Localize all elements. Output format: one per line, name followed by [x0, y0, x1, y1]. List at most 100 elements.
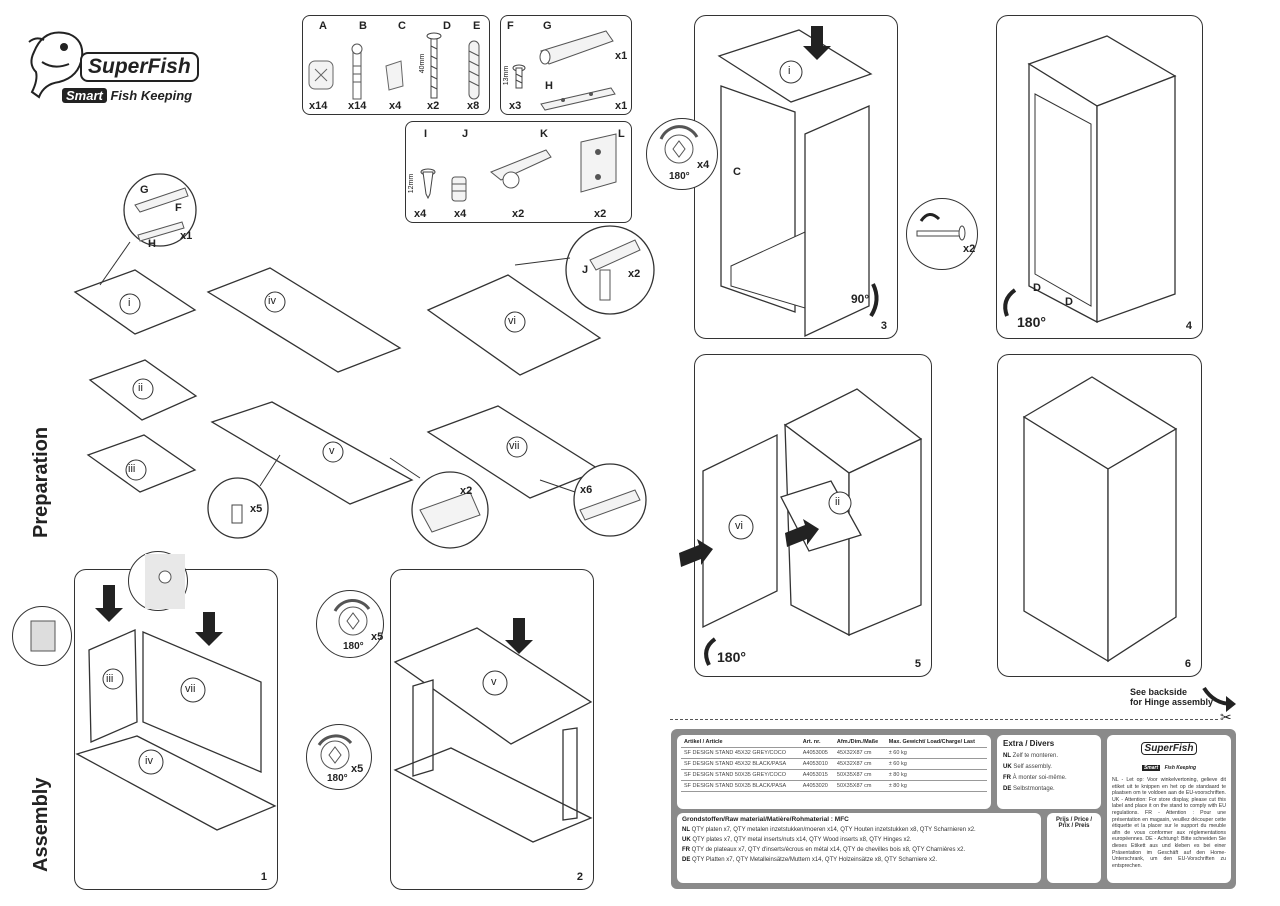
part-d-letter: D — [443, 20, 451, 32]
tagline-suffix: Fish Keeping — [110, 88, 193, 103]
part-a-letter: A — [319, 20, 327, 32]
scissors-icon: ✂ — [1220, 709, 1232, 725]
part-g-count: x1 — [615, 50, 628, 62]
cell: ± 80 kg — [885, 780, 987, 792]
extra-box: Extra / Divers NL Zelf te monteren. UK S… — [997, 735, 1101, 809]
legal-logo: SuperFish Smart Fish Keeping — [1112, 738, 1226, 774]
step-5-number: 5 — [914, 658, 921, 670]
strip-count: x6 — [580, 484, 593, 496]
step-4-count: x2 — [963, 243, 976, 255]
right-arrow-icon — [679, 539, 713, 567]
part-b-count: x14 — [348, 100, 367, 112]
prep-panel-v — [210, 401, 414, 505]
step-1-label-iii: iii — [106, 673, 114, 685]
cell: 50X35X87 cm — [833, 780, 886, 792]
parts-box-handle: F G H 13mm x3 x1 x1 — [500, 15, 632, 115]
brand-tagline: Smart Fish Keeping — [62, 88, 192, 103]
step-1-count: x5 — [351, 763, 364, 775]
step-2-panel: v 2 — [390, 569, 594, 890]
brand-name: SuperFish — [88, 55, 191, 78]
step-4-rotation: 180° — [1017, 314, 1046, 330]
parts-box-hinges: I J K L 12mm x4 x4 x2 x2 — [405, 121, 632, 223]
price-label: Prijs / Price / Prix / Preis — [1055, 817, 1093, 829]
cell: SF DESIGN STAND 45X32 BLACK/PASA — [681, 758, 800, 770]
step-1-label-vii: vii — [185, 683, 196, 695]
gfh-h-label: H — [148, 238, 156, 250]
price-box: Prijs / Price / Prix / Preis — [1047, 813, 1101, 883]
step-2-number: 2 — [576, 871, 583, 883]
material-line-uk: UK QTY plates x7, QTY metal inserts/nuts… — [682, 837, 912, 843]
part-k-count: x2 — [512, 208, 525, 220]
part-c-letter: C — [398, 20, 406, 32]
step-5-panel: vi ii 180° 5 — [679, 354, 932, 677]
part-d-count: x2 — [427, 100, 440, 112]
down-arrow-icon — [95, 585, 123, 622]
step-1-number: 1 — [260, 871, 267, 883]
panel-iii-label: iii — [128, 463, 136, 475]
article-table-box: Artikel / Article Art. nr. Afm./Dim./Maß… — [677, 735, 991, 809]
step-1-corner-callout — [12, 606, 72, 666]
brand-badge: SuperFish — [80, 52, 199, 82]
part-h-letter: H — [545, 80, 553, 92]
part-f-letter: F — [507, 20, 514, 32]
extra-line-fr: FR À monter soi-même. — [1003, 775, 1067, 781]
legal-box: SuperFish Smart Fish Keeping NL - Let op… — [1107, 735, 1231, 883]
part-g-letter: G — [543, 20, 552, 32]
cell: ± 60 kg — [885, 747, 987, 759]
gfh-g-label: G — [140, 184, 149, 196]
cell: SF DESIGN STAND 50X35 BLACK/PASA — [681, 780, 800, 792]
hinge-arm-icon — [490, 149, 552, 189]
down-arrow-icon — [803, 26, 831, 60]
fish-mascot-icon — [28, 31, 84, 99]
col-dim: Afm./Dim./Maße — [833, 737, 886, 748]
b-insert-count: x5 — [250, 503, 263, 515]
step-3-turn: 90° — [851, 292, 870, 306]
step-1-cam-callout: x5 180° — [306, 724, 372, 790]
right-arrow-icon — [785, 519, 819, 547]
step-3-label-i: i — [788, 65, 791, 77]
wood-dowel-icon — [468, 40, 480, 100]
step-6-number: 6 — [1184, 658, 1191, 670]
panel-iv-label: iv — [268, 295, 276, 307]
step-3-number: 3 — [880, 320, 887, 332]
part-b-letter: B — [359, 20, 367, 32]
cell: A4053005 — [799, 747, 834, 759]
cell: A4053020 — [799, 780, 834, 792]
col-load: Max. Gewicht/ Load/Charge/ Last — [885, 737, 987, 748]
cut-line — [670, 719, 1218, 720]
backside-line-2: for Hinge assembly — [1130, 697, 1214, 707]
step-1-panel: iii vii iv 1 — [74, 569, 278, 890]
cell: ± 80 kg — [885, 769, 987, 781]
long-screw-icon — [426, 32, 442, 99]
nut-insert-icon — [451, 176, 467, 202]
backside-line-1: See backside — [1130, 687, 1188, 697]
hinge-kj-count: x2 — [628, 268, 641, 280]
article-table: Artikel / Article Art. nr. Afm./Dim./Maß… — [681, 737, 987, 792]
preparation-diagram: G F H x1 i ii iii iv v vi vii x5 x2 J x2… — [60, 170, 660, 550]
part-i-count: x4 — [414, 208, 427, 220]
hinge-plate-icon — [580, 133, 617, 193]
material-box: Grondstoffen/Raw material/Matière/Rohmat… — [677, 813, 1041, 883]
legal-tagline-suffix: Fish Keeping — [1164, 765, 1197, 771]
tagline-prefix: Smart — [62, 88, 107, 103]
part-j-count: x4 — [454, 208, 467, 220]
step-2-cam-callout: x5 180° — [316, 590, 384, 658]
col-article: Artikel / Article — [681, 737, 800, 748]
logo: SuperFish Smart Fish Keeping — [24, 22, 224, 112]
panel-i-label: i — [128, 297, 131, 309]
part-c-count: x4 — [389, 100, 402, 112]
cell: SF DESIGN STAND 50X35 GREY/COCO — [681, 769, 800, 781]
mounting-plate-icon — [540, 87, 616, 111]
extra-line-uk: UK Self assembly. — [1003, 764, 1052, 770]
material-line-nl: NL QTY platen x7, QTY metalen inzetstukk… — [682, 827, 976, 833]
step-5-label-vi: vi — [735, 520, 743, 532]
part-l-letter: L — [618, 128, 625, 140]
step-3-count: x4 — [697, 159, 710, 171]
part-j-letter: J — [462, 128, 469, 140]
handle-bar-icon — [539, 30, 614, 65]
part-f-count: x3 — [509, 100, 522, 112]
step-4-part-d-1: D — [1033, 282, 1041, 294]
step-5-rotation: 180° — [717, 649, 746, 665]
